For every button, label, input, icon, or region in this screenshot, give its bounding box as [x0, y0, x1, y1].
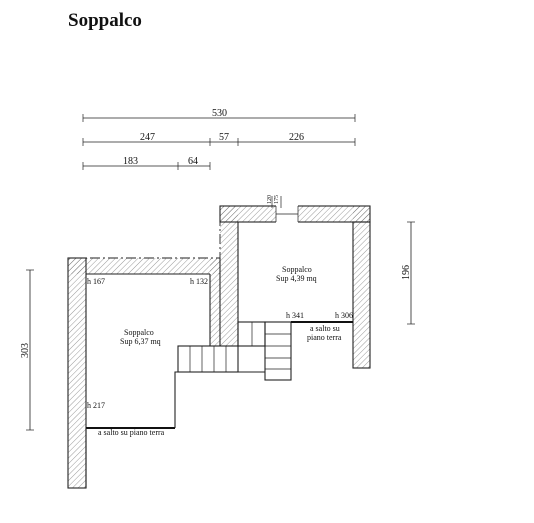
dimension-chain-sub: 183 64	[82, 156, 211, 170]
height-label: h 167	[87, 277, 105, 286]
dim-opening-1: 120	[267, 195, 273, 204]
dim-opening-2: 175	[274, 195, 280, 204]
room-left-name: Soppalco	[124, 328, 154, 337]
height-label: h 217	[87, 401, 105, 410]
note-right-drop-line2: piano terra	[307, 333, 342, 342]
note-right-drop-line1: a salto su	[310, 324, 340, 333]
height-label: h 132	[190, 277, 208, 286]
room-right-area: Sup 4,39 mq	[276, 274, 317, 283]
dim-segment-b: 57	[219, 132, 229, 143]
room-left-area: Sup 6,37 mq	[120, 337, 161, 346]
walls-right: 120 175	[219, 195, 371, 369]
dim-right-height: 196	[401, 265, 412, 280]
page-title: Soppalco	[68, 10, 142, 31]
dim-left-height: 303	[20, 343, 31, 358]
room-right-name: Soppalco	[282, 265, 312, 274]
dim-total-width: 530	[212, 108, 227, 119]
note-left-drop: a salto su piano terra	[98, 428, 165, 437]
staircase	[177, 321, 292, 381]
height-label: h 306	[335, 311, 353, 320]
dimension-chain-total: 530	[82, 108, 356, 122]
dim-sub-a: 183	[123, 156, 138, 167]
roof-outline	[67, 205, 371, 488]
dimension-left-height: 303	[20, 269, 34, 431]
height-label: h 341	[286, 311, 304, 320]
dim-segment-a: 247	[140, 132, 155, 143]
dim-sub-b: 64	[188, 156, 198, 167]
dim-segment-c: 226	[289, 132, 304, 143]
dimension-chain-segments: 247 57 226	[82, 132, 356, 146]
dimension-right-height: 196	[401, 221, 415, 325]
walls-left	[67, 257, 221, 489]
